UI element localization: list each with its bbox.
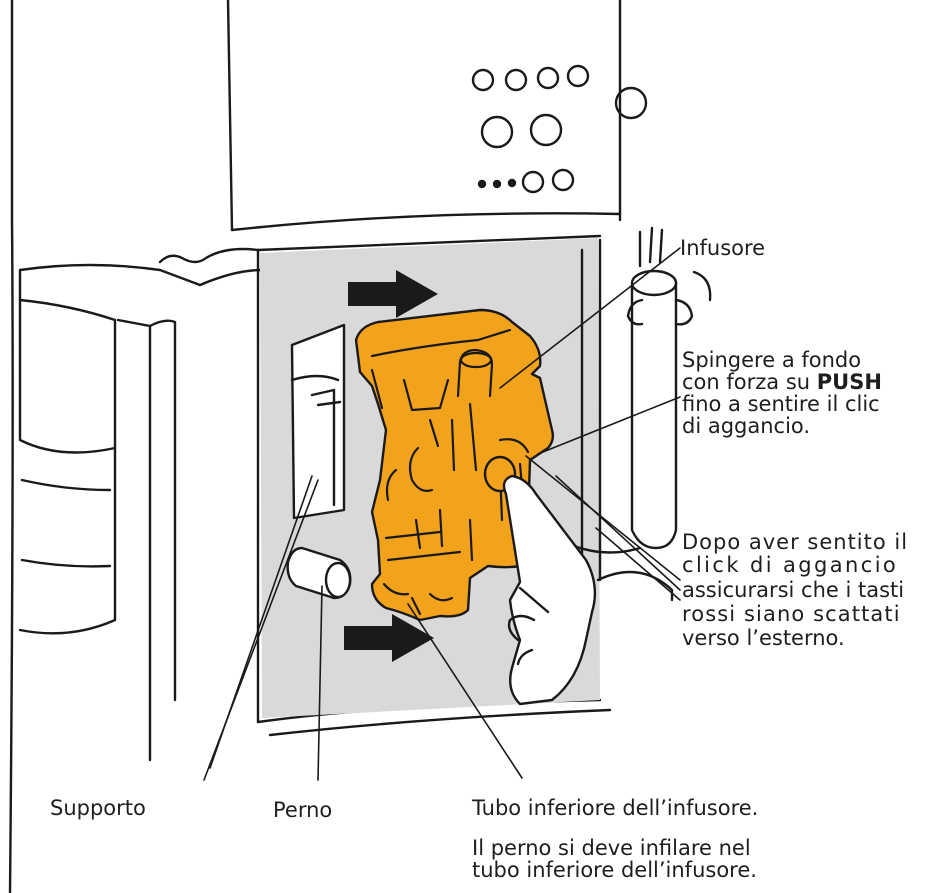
- click-line-1: Dopo aver sentito il: [682, 530, 909, 554]
- push-line-3: fino a sentire il clic: [682, 392, 880, 416]
- machine-top-outline: [10, 0, 622, 232]
- label-tubo: Tubo inferiore dell’infusore.: [472, 796, 759, 820]
- pin: [286, 546, 352, 600]
- left-side-panel: [8, 218, 14, 893]
- push-line-2-text: con forza su: [682, 370, 817, 394]
- push-line-1: Spingere a fondo: [682, 348, 862, 372]
- label-supporto: Supporto: [50, 796, 146, 820]
- machine-top-curve: [230, 212, 622, 232]
- infuser-tube: [626, 226, 712, 550]
- hand-finger: [502, 474, 597, 706]
- control-buttons: [471, 64, 648, 194]
- arrow-bottom: [344, 614, 434, 662]
- push-line-4: di aggancio.: [682, 414, 811, 438]
- leader-lines: [203, 247, 681, 781]
- label-infusore: Infusore: [680, 236, 766, 260]
- note-line-2: tubo inferiore dell’infusore.: [472, 858, 757, 882]
- click-line-5: verso l’esterno.: [682, 626, 845, 650]
- bracket: [290, 323, 346, 520]
- click-line-4: rossi siano scattati: [682, 602, 901, 626]
- arrow-top: [348, 270, 438, 318]
- push-arrows: [344, 270, 438, 662]
- push-line-2: con forza su PUSH: [682, 370, 882, 394]
- click-line-2: click di aggancio: [682, 553, 899, 577]
- note-line-1: Il perno si deve infilare nel: [472, 836, 751, 860]
- push-keyword: PUSH: [816, 370, 882, 394]
- click-line-3: assicurarsi che i tasti: [682, 578, 905, 602]
- label-perno: Perno: [273, 798, 333, 822]
